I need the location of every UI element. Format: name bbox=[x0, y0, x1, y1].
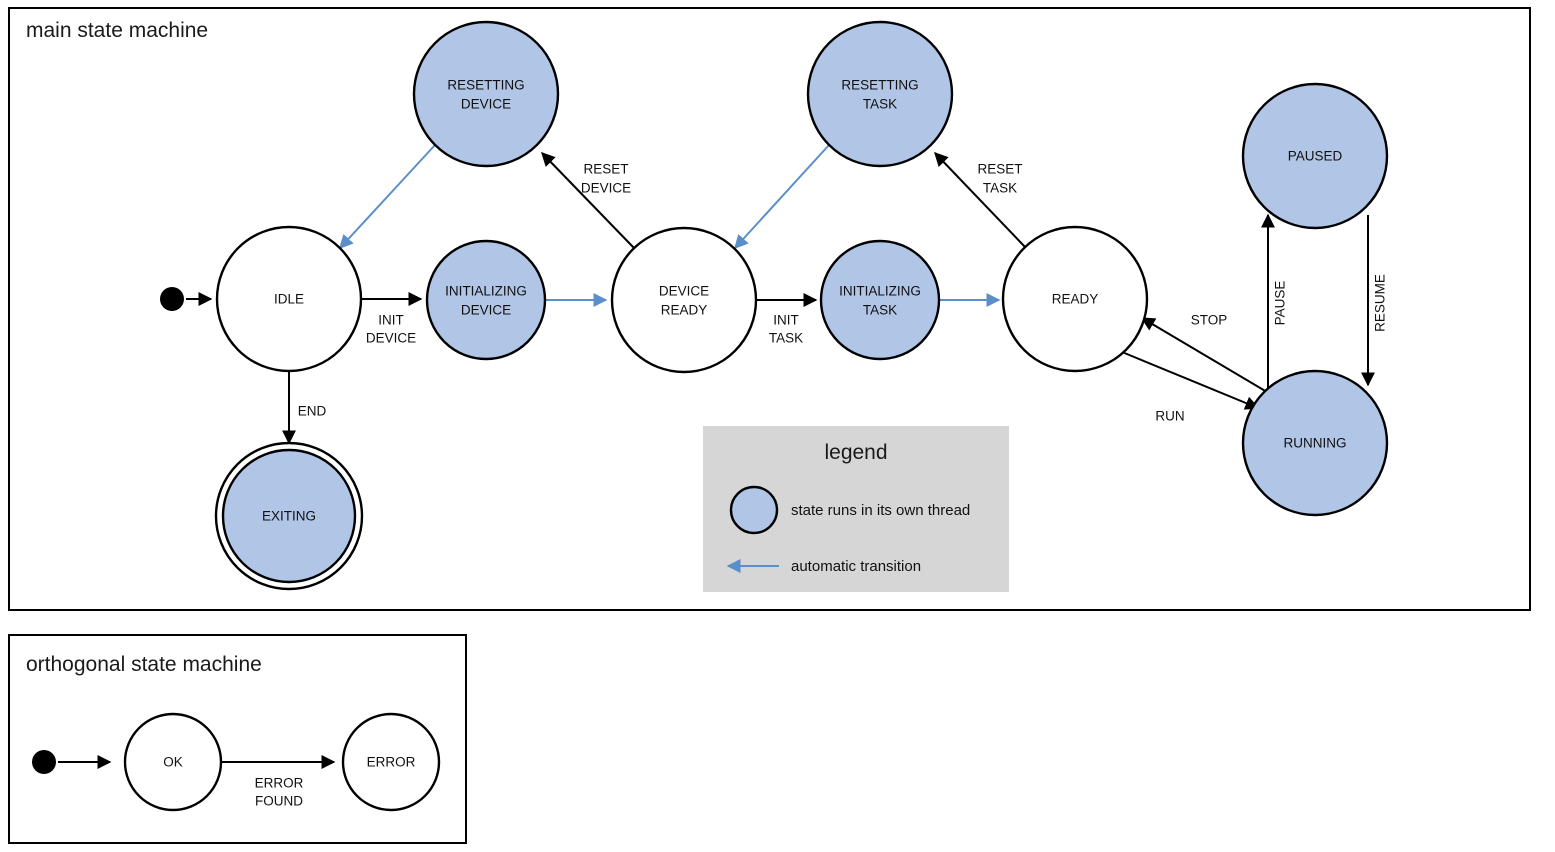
main-frame-title: main state machine bbox=[26, 19, 208, 42]
state-resetting-device[interactable]: RESETTING DEVICE bbox=[412, 20, 560, 168]
state-initializing-device-circle[interactable] bbox=[425, 239, 547, 361]
transition-resetting-task-to-device-ready bbox=[734, 144, 830, 250]
transition-device-ready-to-resetting-device bbox=[541, 151, 635, 249]
transition-label-reset-task-line2: TASK bbox=[983, 181, 1017, 196]
state-resetting-task-circle[interactable] bbox=[806, 20, 954, 168]
state-error-circle[interactable] bbox=[341, 712, 441, 812]
state-paused-label: PAUSED bbox=[1288, 149, 1343, 164]
state-ok[interactable]: OK bbox=[123, 712, 223, 812]
transition-label-init-task-line2: TASK bbox=[769, 331, 803, 346]
state-ready-label: READY bbox=[1052, 292, 1099, 307]
legend: legend state runs in its own thread auto… bbox=[703, 426, 1009, 592]
state-initializing-task-circle[interactable] bbox=[819, 239, 941, 361]
transition-resetting-device-to-idle bbox=[339, 144, 436, 250]
transition-label-pause: PAUSE bbox=[1273, 281, 1288, 326]
state-idle[interactable]: IDLE bbox=[215, 225, 363, 373]
transition-label-reset-task-line1: RESET bbox=[977, 162, 1022, 177]
state-device-ready-label-line2: READY bbox=[661, 303, 708, 318]
transition-label-init-device-line1: INIT bbox=[378, 313, 404, 328]
orthogonal-frame-title: orthogonal state machine bbox=[26, 653, 262, 676]
state-ready[interactable]: READY bbox=[1001, 225, 1149, 373]
state-error[interactable]: ERROR bbox=[341, 712, 441, 812]
transition-label-reset-device-line2: DEVICE bbox=[581, 181, 631, 196]
transition-ready-to-running bbox=[1121, 351, 1260, 410]
state-initializing-device-label-line1: INITIALIZING bbox=[445, 284, 527, 299]
state-resetting-task[interactable]: RESETTING TASK bbox=[806, 20, 954, 168]
initial-state-dot-main[interactable] bbox=[160, 287, 184, 311]
state-exiting-label: EXITING bbox=[262, 509, 316, 524]
main-states-layer: IDLE RESETTING DEVICE INITIALIZING DEVIC… bbox=[160, 20, 1389, 591]
state-device-ready-circle[interactable] bbox=[610, 226, 758, 374]
transition-label-error-found-line2: FOUND bbox=[255, 794, 303, 809]
state-running[interactable]: RUNNING bbox=[1241, 369, 1389, 517]
transition-running-to-ready bbox=[1140, 317, 1268, 393]
orthogonal-states-layer: OK ERROR bbox=[32, 712, 441, 812]
state-idle-circle[interactable] bbox=[215, 225, 363, 373]
transition-label-resume: RESUME bbox=[1373, 274, 1388, 332]
state-ok-circle[interactable] bbox=[123, 712, 223, 812]
state-initializing-task-label-line2: TASK bbox=[863, 303, 897, 318]
main-transitions-layer: INIT DEVICE RESET DEVICE INIT TASK RESET… bbox=[186, 144, 1388, 445]
transition-label-end: END bbox=[298, 404, 327, 419]
state-initializing-task[interactable]: INITIALIZING TASK bbox=[819, 239, 941, 361]
state-exiting-circle[interactable] bbox=[221, 448, 357, 584]
transition-label-run: RUN bbox=[1155, 409, 1184, 424]
state-resetting-device-label-line2: DEVICE bbox=[461, 97, 511, 112]
transition-ready-to-resetting-task bbox=[934, 151, 1027, 249]
state-resetting-task-label-line2: TASK bbox=[863, 97, 897, 112]
initial-state-dot-orthogonal[interactable] bbox=[32, 750, 56, 774]
legend-item-auto-transition: automatic transition bbox=[726, 558, 921, 575]
state-ok-label: OK bbox=[163, 755, 183, 770]
state-resetting-device-circle[interactable] bbox=[412, 20, 560, 168]
state-paused-circle[interactable] bbox=[1241, 82, 1389, 230]
transition-label-init-task-line1: INIT bbox=[773, 313, 799, 328]
state-initializing-device[interactable]: INITIALIZING DEVICE bbox=[425, 239, 547, 361]
state-exiting[interactable]: EXITING bbox=[214, 441, 364, 591]
transition-label-error-found-line1: ERROR bbox=[255, 776, 304, 791]
state-device-ready-label-line1: DEVICE bbox=[659, 284, 709, 299]
legend-thread-state-swatch-icon bbox=[729, 485, 779, 535]
state-initializing-device-label-line2: DEVICE bbox=[461, 303, 511, 318]
transition-label-stop: STOP bbox=[1191, 313, 1228, 328]
legend-item-thread-state-label: state runs in its own thread bbox=[791, 502, 970, 519]
state-resetting-task-label-line1: RESETTING bbox=[841, 78, 918, 93]
state-running-circle[interactable] bbox=[1241, 369, 1389, 517]
state-ready-circle[interactable] bbox=[1001, 225, 1149, 373]
legend-item-auto-transition-label: automatic transition bbox=[791, 558, 921, 575]
legend-item-thread-state: state runs in its own thread bbox=[729, 485, 970, 535]
state-paused[interactable]: PAUSED bbox=[1241, 82, 1389, 230]
transition-label-reset-device-line1: RESET bbox=[583, 162, 628, 177]
state-error-label: ERROR bbox=[367, 755, 416, 770]
state-resetting-device-label-line1: RESETTING bbox=[447, 78, 524, 93]
state-device-ready[interactable]: DEVICE READY bbox=[610, 226, 758, 374]
state-initializing-task-label-line1: INITIALIZING bbox=[839, 284, 921, 299]
state-running-label: RUNNING bbox=[1284, 436, 1347, 451]
legend-title: legend bbox=[824, 441, 887, 464]
state-idle-label: IDLE bbox=[274, 292, 304, 307]
transition-label-init-device-line2: DEVICE bbox=[366, 331, 416, 346]
orthogonal-transitions-layer: ERROR FOUND bbox=[58, 755, 336, 809]
